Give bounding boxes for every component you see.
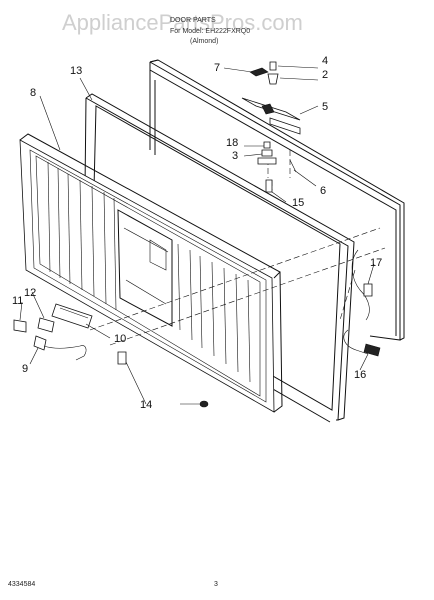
watermark-text: AppliancePartsPros.com bbox=[62, 10, 303, 35]
callout-12: 12 bbox=[24, 287, 36, 299]
callout-10: 10 bbox=[114, 333, 126, 345]
callout-13: 13 bbox=[70, 65, 82, 77]
callout-11: 11 bbox=[12, 295, 23, 307]
callout-8: 8 bbox=[30, 87, 36, 99]
callout-2: 2 bbox=[322, 69, 328, 81]
callout-labels: 7 4 2 5 18 3 6 15 13 8 12 11 10 9 14 16 … bbox=[12, 55, 382, 411]
callout-7: 7 bbox=[214, 62, 220, 74]
bulb-socket bbox=[13, 319, 87, 361]
callout-15: 15 bbox=[292, 197, 304, 209]
callout-18: 18 bbox=[226, 137, 238, 149]
diagram-title: DOOR PARTS bbox=[170, 17, 216, 24]
model-color: (Almond) bbox=[190, 38, 218, 45]
light-switch bbox=[37, 303, 93, 333]
callout-5: 5 bbox=[322, 101, 328, 113]
hinge-hardware bbox=[241, 61, 301, 193]
callout-14: 14 bbox=[140, 399, 152, 411]
outer-door-panel bbox=[149, 59, 405, 341]
screws bbox=[117, 351, 209, 408]
callout-16: 16 bbox=[354, 369, 366, 381]
callout-17: 17 bbox=[370, 257, 382, 269]
leader-lines bbox=[19, 65, 375, 405]
callout-4: 4 bbox=[322, 55, 328, 67]
callout-3: 3 bbox=[232, 150, 238, 162]
model-number: For Model: EH222FXRQ0 bbox=[170, 28, 250, 35]
callout-9: 9 bbox=[22, 363, 28, 375]
part-number: 4334584 bbox=[8, 581, 35, 588]
inner-door-liner bbox=[19, 133, 283, 413]
wire-harness bbox=[343, 249, 381, 357]
page-number: 3 bbox=[214, 581, 218, 588]
callout-6: 6 bbox=[320, 185, 326, 197]
